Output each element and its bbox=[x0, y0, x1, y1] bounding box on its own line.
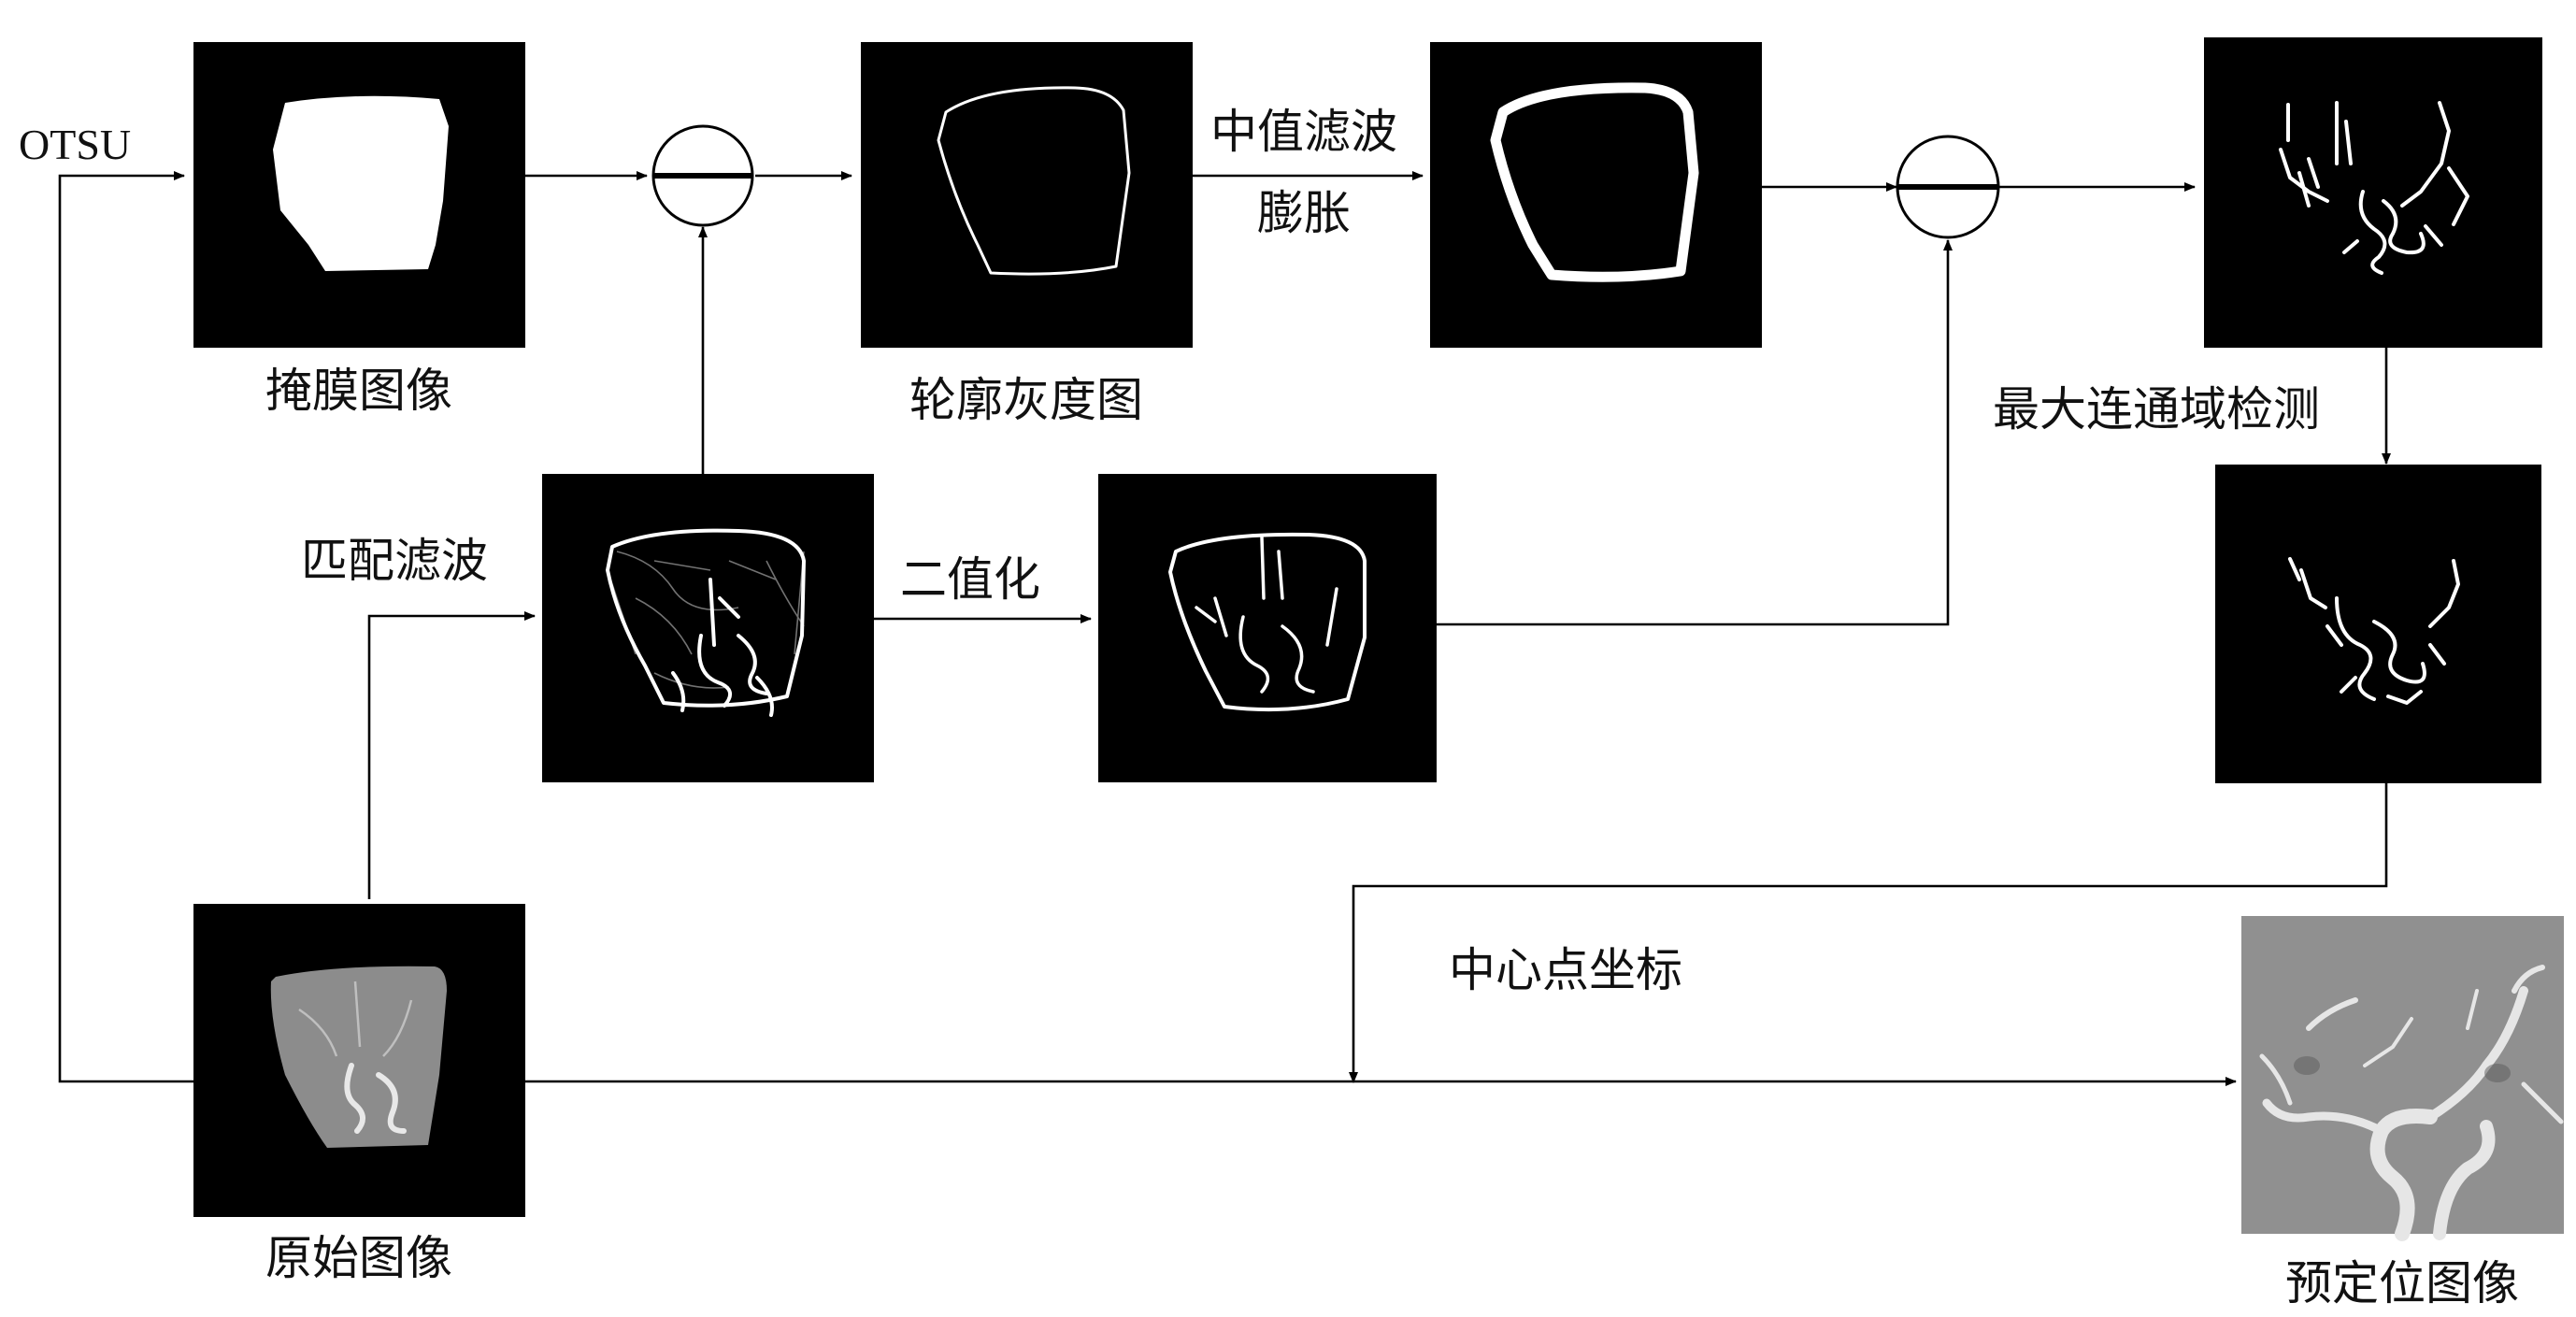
binarized-panel bbox=[1098, 474, 1437, 782]
label-center-coords: 中心点坐标 bbox=[1449, 943, 1682, 997]
label-dilation: 膨胀 bbox=[1257, 186, 1351, 240]
label-contour-gray: 轮廓灰度图 bbox=[909, 373, 1143, 427]
connectors bbox=[58, 171, 2391, 1086]
subtract-node-1 bbox=[651, 124, 754, 227]
contour-gray-panel bbox=[861, 42, 1193, 348]
mask-image-panel bbox=[193, 42, 525, 348]
label-largest-component: 最大连通域检测 bbox=[1993, 382, 2320, 437]
label-binarization: 二值化 bbox=[900, 552, 1040, 607]
arrow-otsu-to-mask bbox=[58, 171, 193, 1083]
label-otsu: OTSU bbox=[19, 121, 131, 168]
original-brain-region bbox=[270, 966, 447, 1148]
label-original-image: 原始图像 bbox=[265, 1231, 452, 1285]
vessel-result-panel bbox=[2204, 37, 2542, 348]
subtract-node-2 bbox=[1896, 135, 2000, 239]
label-matched-filter: 匹配滤波 bbox=[301, 534, 488, 588]
mask-white-region bbox=[273, 95, 449, 271]
prelocated-image-panel bbox=[2241, 916, 2564, 1241]
original-image-panel bbox=[193, 904, 525, 1217]
arrow-binary-to-subtract2 bbox=[1434, 239, 1953, 626]
largest-component-panel bbox=[2215, 465, 2541, 783]
arrow-largest-to-center bbox=[1349, 783, 2388, 1083]
arrow-original-to-matched bbox=[367, 611, 536, 899]
dilated-contour-panel bbox=[1430, 42, 1762, 348]
label-median-filter: 中值滤波 bbox=[1210, 105, 1397, 159]
matched-filter-panel bbox=[542, 474, 874, 782]
label-mask-image: 掩膜图像 bbox=[265, 364, 452, 418]
label-prelocated-image: 预定位图像 bbox=[2285, 1256, 2519, 1310]
